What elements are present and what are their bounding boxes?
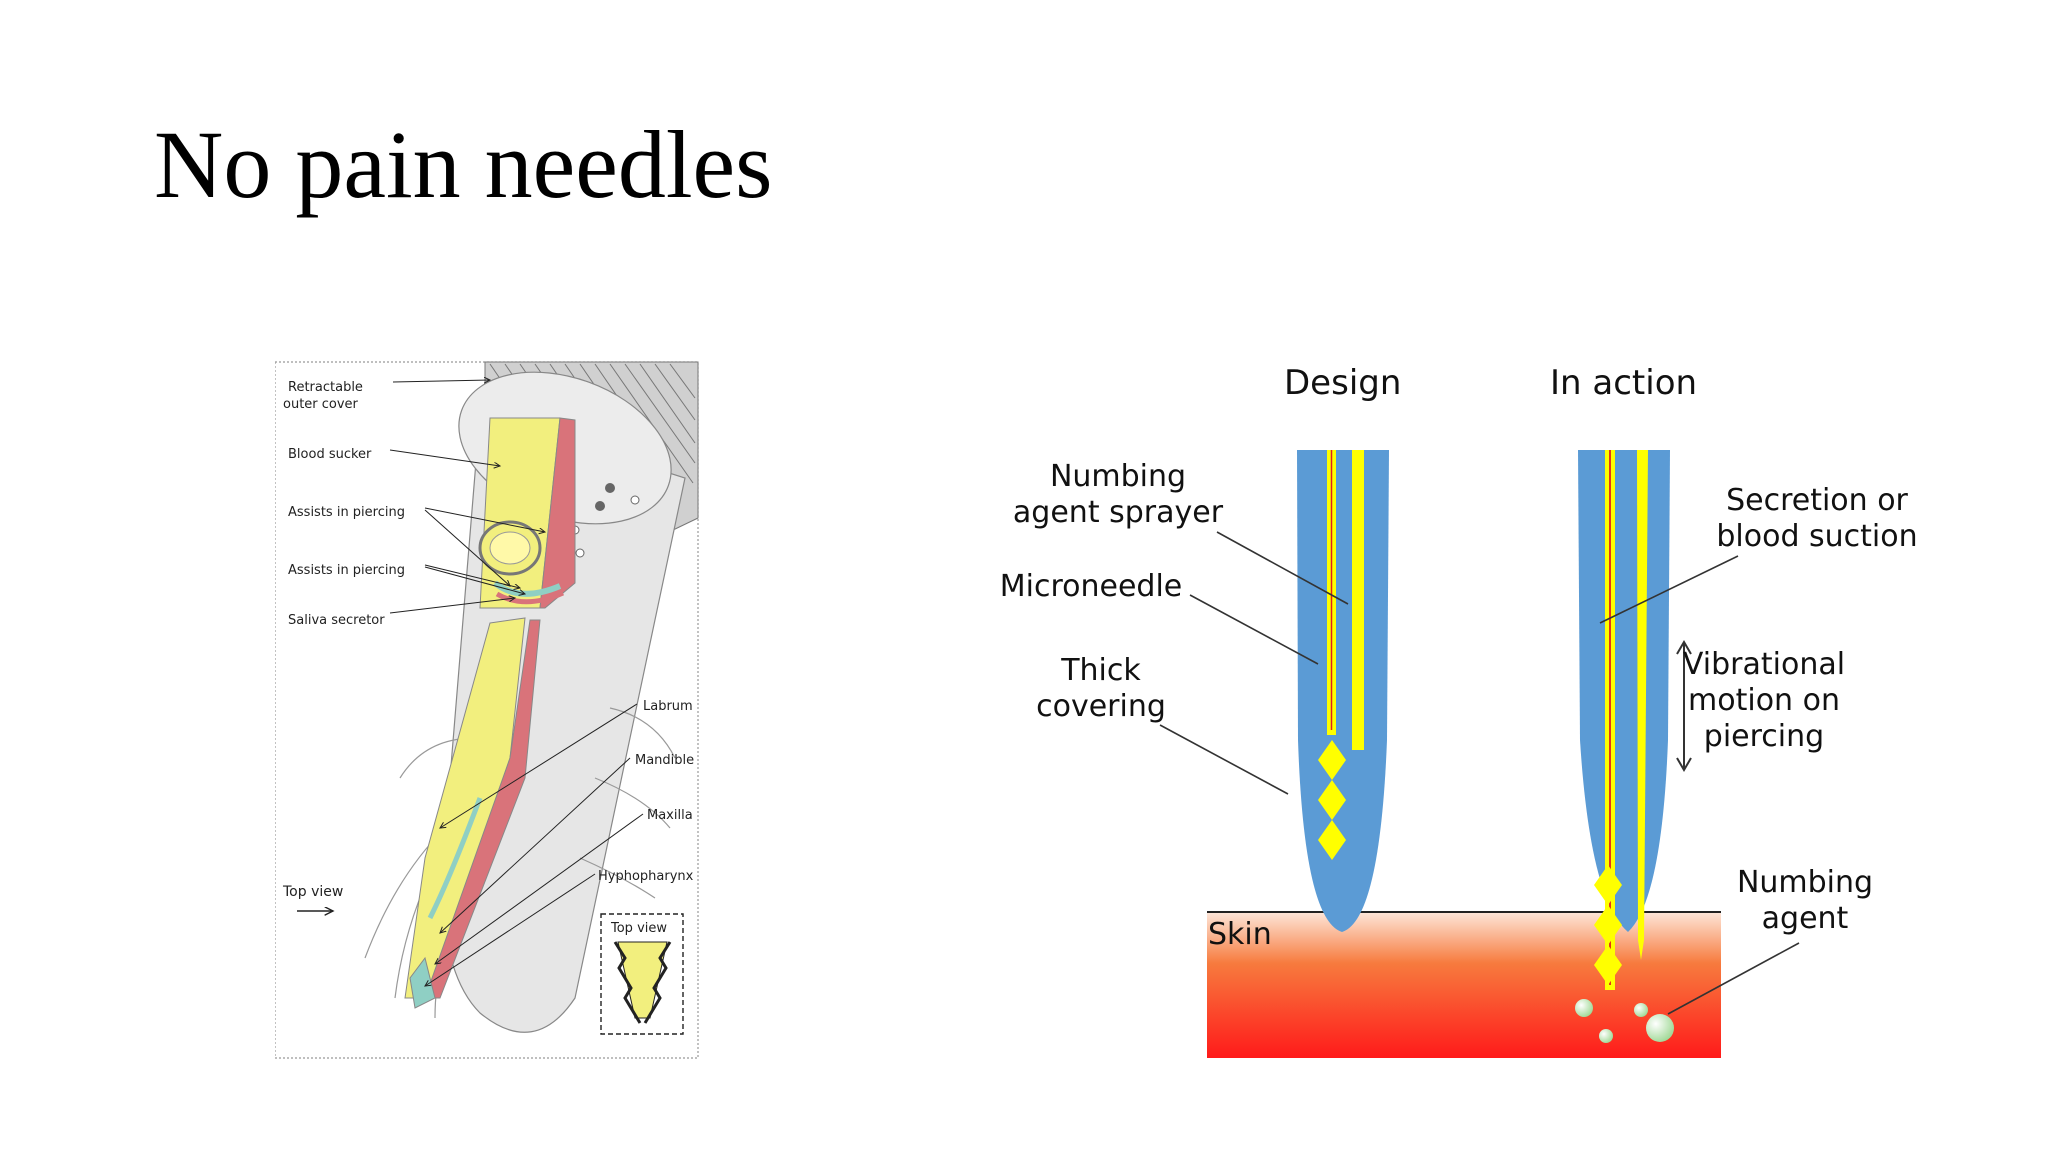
heading-design: Design [1284, 363, 1401, 403]
label-hyphopharynx: Hyphopharynx [598, 869, 694, 884]
skin-layer [1207, 912, 1721, 1058]
anatomy-svg: Retractable outer cover Blood sucker Ass… [274, 361, 699, 1059]
needle-design-svg: Design In action Skin [1000, 363, 1918, 1058]
label-secretion-line1: Secretion or [1726, 483, 1908, 518]
design-needle [1297, 450, 1389, 932]
leader-lines [389, 380, 644, 986]
label-assists-piercing-1: Assists in piercing [288, 505, 405, 520]
label-maxilla: Maxilla [647, 808, 693, 823]
label-assists-piercing-2: Assists in piercing [288, 563, 405, 578]
label-numbing-agent-line1: Numbing [1737, 865, 1873, 900]
action-needle [1578, 450, 1670, 990]
label-mandible: Mandible [635, 753, 694, 768]
label-secretion-line2: blood suction [1716, 519, 1917, 554]
droplet [1634, 1003, 1648, 1017]
design-numbing-reservoir [1318, 740, 1346, 860]
design-leader-lines [1159, 531, 1800, 1015]
label-thick-covering-line1: Thick [1060, 653, 1141, 688]
mosquito-proboscis-illustration: Retractable outer cover Blood sucker Ass… [274, 358, 700, 1060]
action-numbing-reservoir [1594, 865, 1622, 985]
top-view-inset: Top view [600, 913, 684, 1035]
label-retractable-line1: Retractable [288, 380, 363, 395]
label-skin: Skin [1208, 917, 1272, 952]
label-labrum: Labrum [643, 699, 693, 714]
label-microneedle: Microneedle [1000, 569, 1183, 604]
inset-top-view-label: Top view [610, 921, 667, 936]
label-vibrational-line2: motion on [1688, 683, 1840, 718]
label-saliva-secretor: Saliva secretor [288, 613, 385, 628]
action-sprayer-channel [1637, 450, 1648, 960]
heading-in-action: In action [1550, 363, 1697, 403]
droplet [1646, 1014, 1674, 1042]
label-thick-covering-line2: covering [1036, 689, 1166, 724]
label-top-view: Top view [282, 884, 343, 900]
label-retractable-line2: outer cover [283, 397, 359, 412]
design-sprayer-channel [1352, 450, 1364, 750]
mandible-lower [424, 619, 541, 999]
slide-title: No pain needles [154, 111, 773, 218]
label-vibrational-line3: piercing [1704, 719, 1824, 754]
numbing-droplets [1575, 999, 1674, 1043]
droplet [1575, 999, 1593, 1017]
label-numbing-agent-line2: agent [1762, 901, 1849, 936]
vibration-arrow [1676, 640, 1692, 772]
label-numbing-sprayer-line2: agent sprayer [1013, 495, 1224, 530]
label-vibrational-line1: Vibrational [1683, 647, 1845, 682]
droplet [1599, 1029, 1613, 1043]
label-blood-sucker: Blood sucker [288, 447, 372, 462]
label-numbing-sprayer-line1: Numbing [1050, 459, 1186, 494]
needle-design-diagram: Design In action Skin [980, 340, 1960, 1080]
